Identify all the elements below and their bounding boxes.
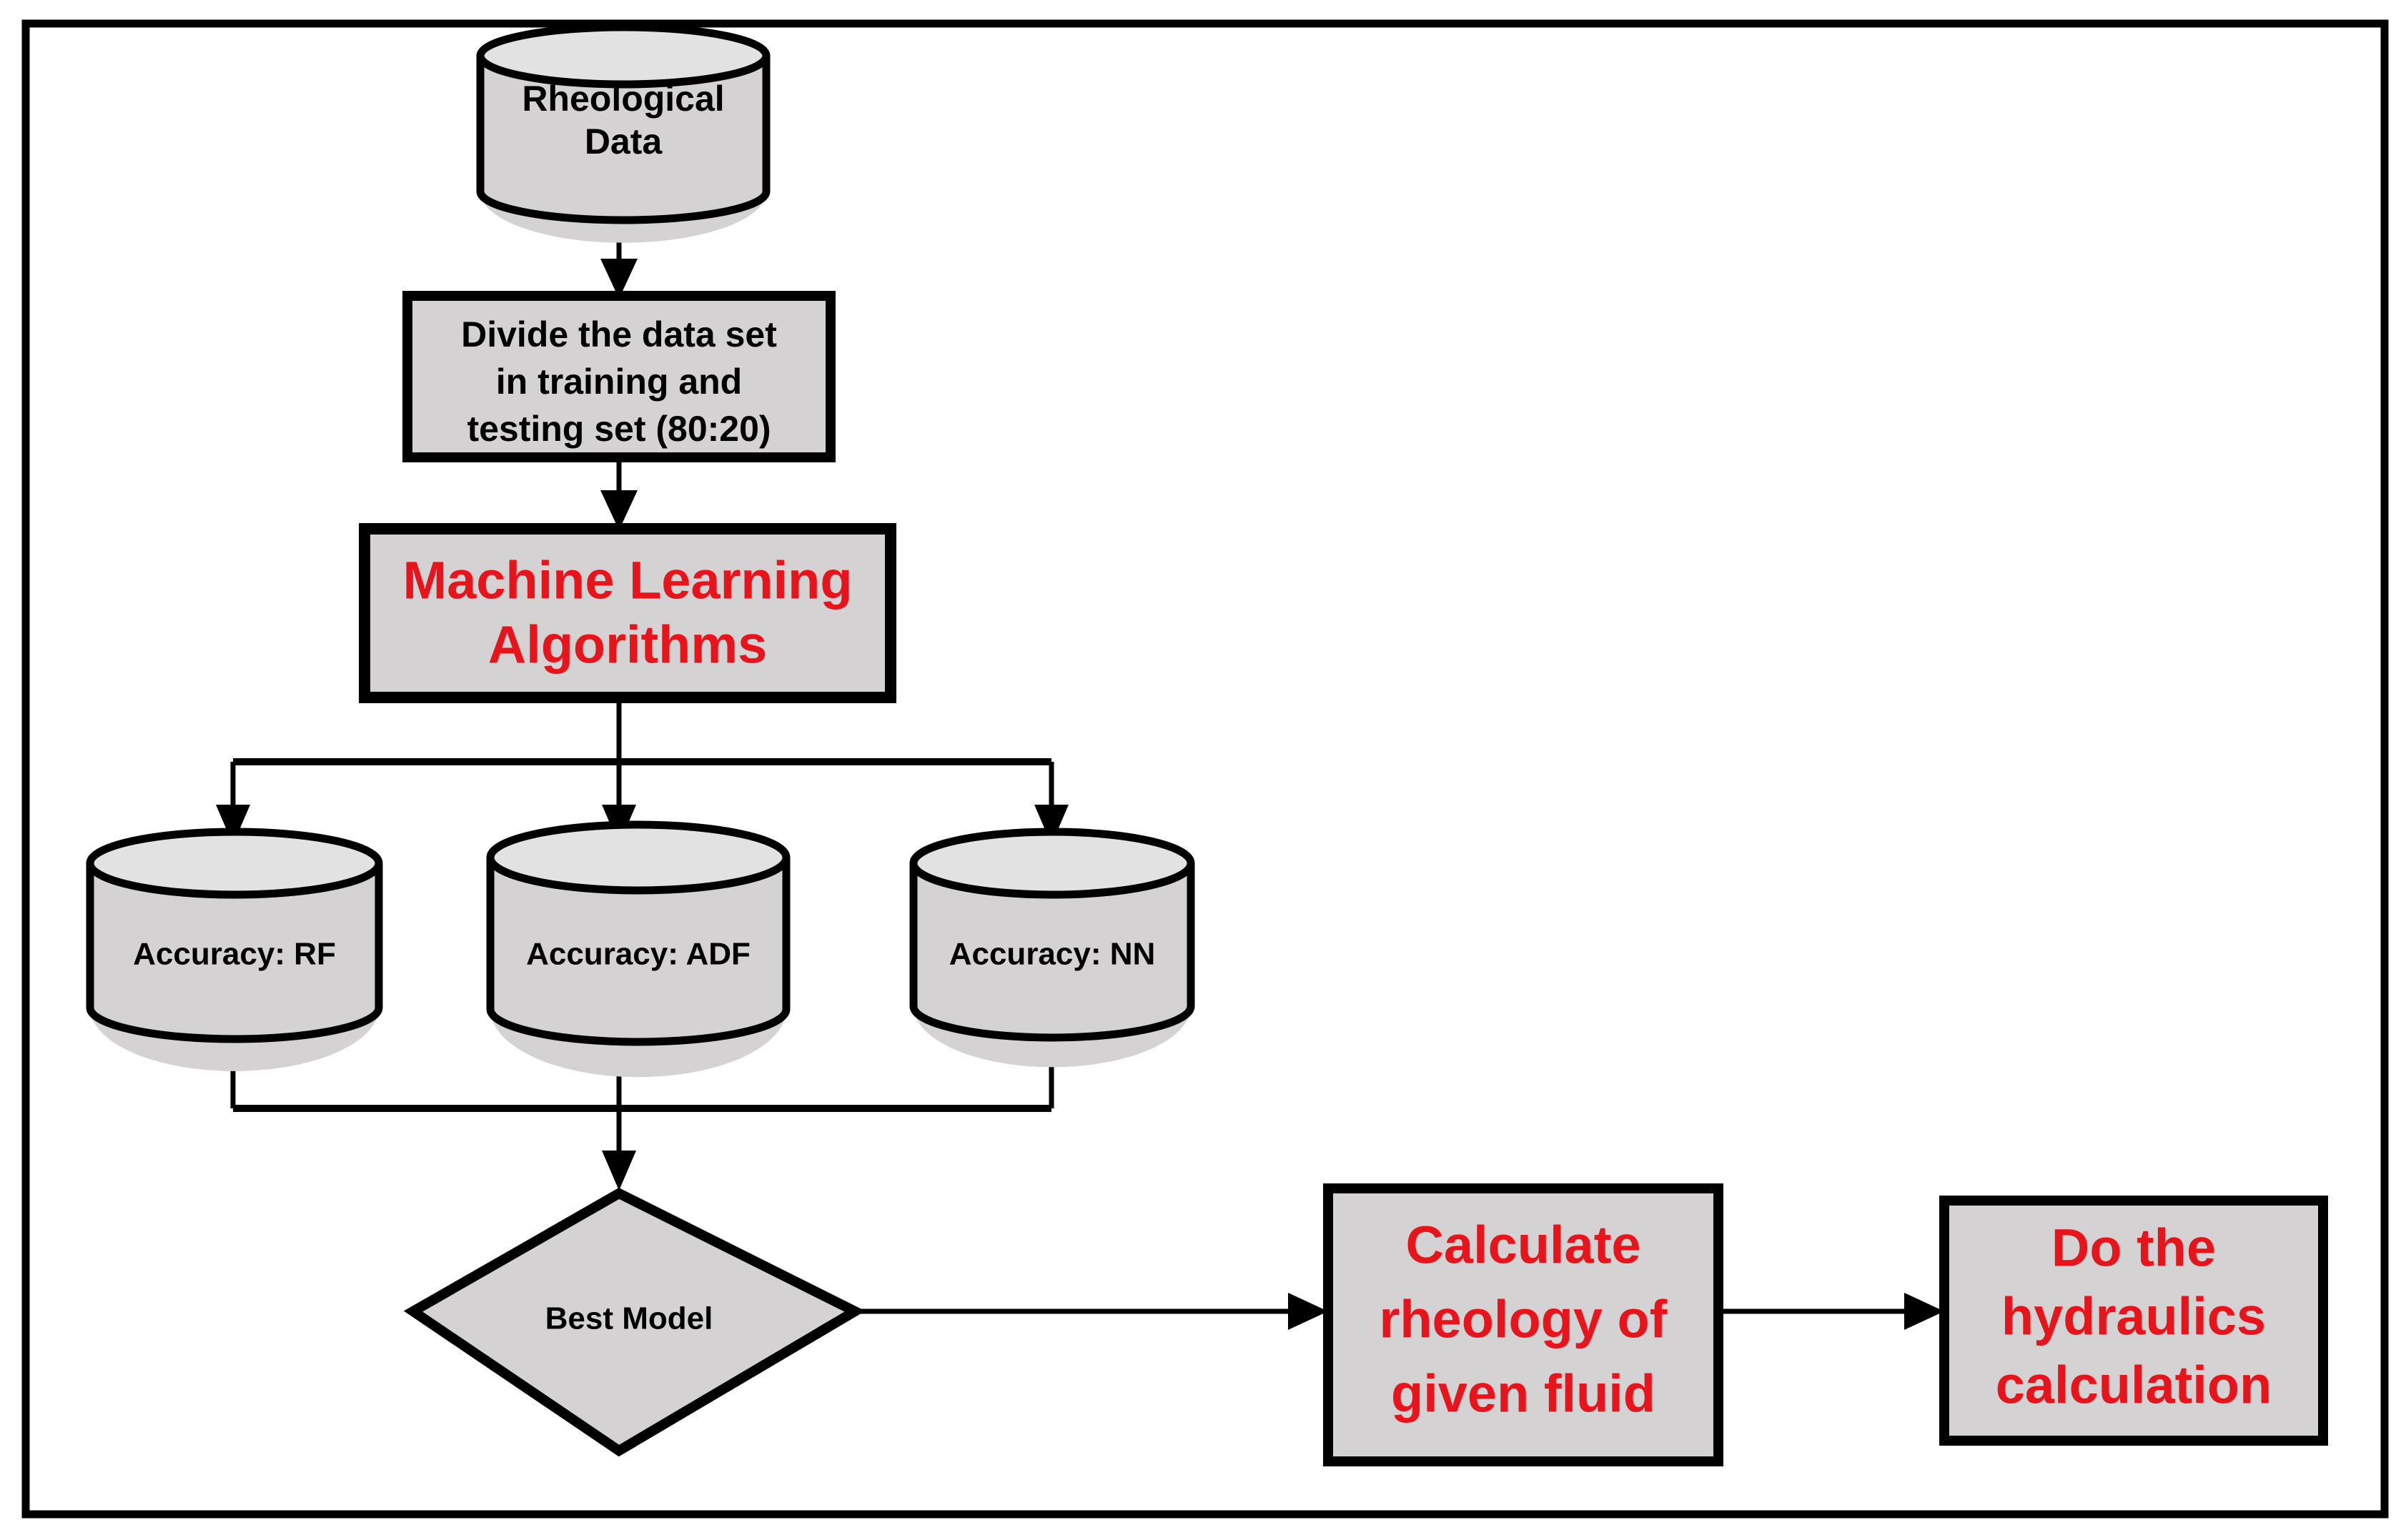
edge-bestmodel-to-calculate (855, 1293, 1328, 1330)
node-calculate-rheology[interactable]: Calculate rheology of given fluid (1323, 1183, 1723, 1466)
edge-calculate-to-hydraulics (1718, 1293, 1944, 1330)
node-label-calculate-rheology-line3: given fluid (1391, 1364, 1655, 1424)
node-rheological-data[interactable]: Rheological Data (476, 23, 771, 243)
node-label-rheological-data-line2: Data (585, 121, 663, 162)
node-label-do-hydraulics-line2: hydraulics (2001, 1287, 2266, 1346)
node-label-do-hydraulics-line3: calculation (1996, 1356, 2272, 1415)
node-label-accuracy-adf: Accuracy: ADF (526, 937, 751, 972)
node-accuracy-nn[interactable]: Accuracy: NN (909, 828, 1195, 1068)
node-accuracy-rf[interactable]: Accuracy: RF (86, 828, 383, 1071)
node-label-ml-algorithms-line1: Machine Learning (402, 551, 852, 610)
node-label-accuracy-nn: Accuracy: NN (949, 937, 1156, 972)
node-label-best-model: Best Model (545, 1301, 713, 1336)
node-label-divide-dataset-line1: Divide the data set (461, 314, 777, 354)
edge-ml-split-bus (216, 697, 1069, 845)
node-label-calculate-rheology-line1: Calculate (1405, 1216, 1640, 1275)
node-label-do-hydraulics-line1: Do the (2051, 1218, 2216, 1278)
node-label-calculate-rheology-line2: rheology of (1380, 1290, 1668, 1349)
edge-divide-to-ml (600, 457, 638, 530)
node-do-hydraulics[interactable]: Do the hydraulics calculation (1939, 1196, 2328, 1446)
node-label-ml-algorithms-line2: Algorithms (488, 615, 768, 675)
outer-border (21, 19, 2389, 1519)
node-divide-dataset[interactable]: Divide the data set in training and test… (402, 291, 836, 462)
node-best-model[interactable]: Best Model (403, 1188, 866, 1457)
node-label-divide-dataset-line2: in training and (496, 362, 742, 402)
node-label-accuracy-rf: Accuracy: RF (133, 937, 336, 972)
node-label-rheological-data-line1: Rheological (522, 79, 724, 119)
node-ml-algorithms[interactable]: Machine Learning Algorithms (359, 523, 896, 703)
node-accuracy-adf[interactable]: Accuracy: ADF (486, 820, 791, 1078)
node-label-divide-dataset-line3: testing set (80:20) (467, 409, 771, 449)
